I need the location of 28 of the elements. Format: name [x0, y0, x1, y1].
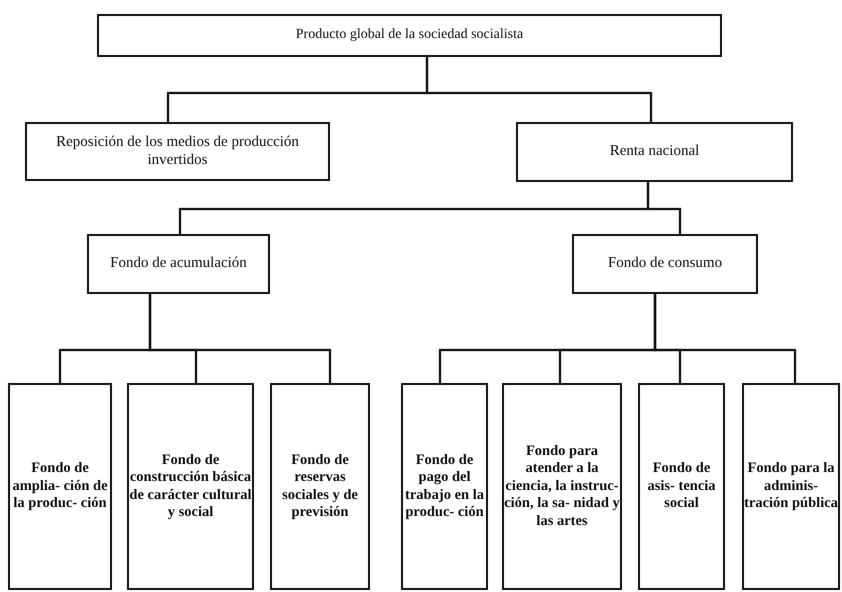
box-label: Fondo de consumo — [608, 255, 722, 273]
box-label: Renta nacional — [610, 143, 700, 161]
box-label: Fondo para la adminis- tración pública — [744, 460, 838, 513]
connector-line — [148, 294, 332, 383]
connector-line — [646, 182, 682, 234]
fund-box — [270, 383, 370, 590]
fund-box — [742, 383, 840, 590]
box-label: Fondo de reservas sociales y de previsión — [281, 452, 359, 522]
box-label: Fondo de pago del trabajo en la produc- ción — [404, 452, 485, 522]
fund-box — [401, 383, 488, 590]
title-box — [97, 14, 722, 57]
category-box — [516, 122, 793, 182]
box-label: Fondo de amplia- ción de la produc- ción — [11, 460, 109, 513]
connector-line — [426, 57, 652, 122]
fund-box — [127, 383, 254, 590]
category-box — [572, 234, 758, 294]
box-label: Producto global de la sociedad socialista — [296, 27, 524, 44]
box-label: Reposición de los medios de producción invertidos — [55, 134, 300, 169]
box-label: Fondo de asis- tencia social — [646, 460, 717, 513]
box-label: Fondo para atender a la ciencia, la instruc- ción, la sa- nidad y las artes — [504, 443, 620, 530]
fund-box — [638, 383, 725, 590]
connector-line — [654, 294, 796, 383]
box-label: Fondo de construcción básica de carácter cultural y social — [129, 452, 252, 522]
category-box — [25, 122, 330, 181]
fund-box — [502, 383, 622, 590]
category-box — [87, 234, 270, 294]
fund-box — [8, 383, 112, 590]
box-label: Fondo de acumulación — [110, 255, 247, 273]
